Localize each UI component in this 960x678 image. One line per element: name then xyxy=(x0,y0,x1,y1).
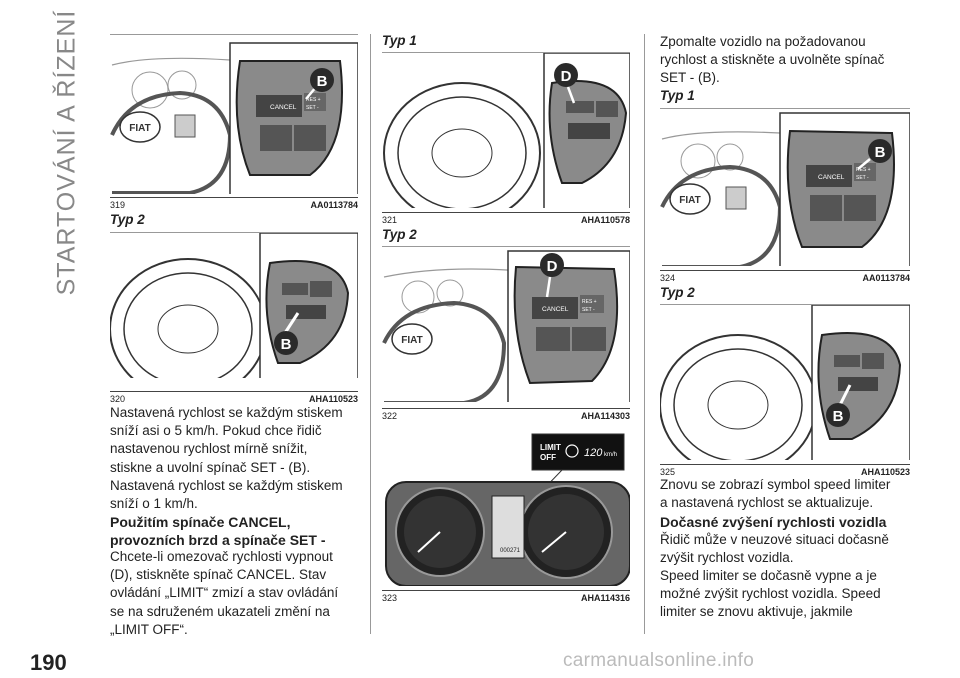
speed-unit: km/h xyxy=(604,452,617,458)
figure-319-illustration: FIAT CANCEL RES + SET - B xyxy=(110,35,358,194)
page-number: 190 xyxy=(30,650,67,675)
col1-heading: Použitím spínače CANCEL,provozních brzd … xyxy=(110,514,326,548)
fiat-logo: FIAT xyxy=(401,335,422,346)
col1-paragraph-2: Chcete-li omezovač rychlosti vypnout(D),… xyxy=(110,549,339,637)
badge-b: B xyxy=(281,336,292,353)
figure-320-illustration: B xyxy=(110,233,358,378)
figure-324-illustration: FIAT CANCEL RES + SET - B xyxy=(660,112,910,266)
figure-323: LIMIT OFF 120 km/h 000271 xyxy=(382,422,630,586)
badge-b: B xyxy=(317,73,328,90)
badge-d: D xyxy=(561,68,572,85)
speedo-icon xyxy=(565,444,579,458)
figure-322: FIAT CANCEL RES + SET - D xyxy=(382,246,630,402)
figure-321: D xyxy=(382,52,630,208)
cancel-label: CANCEL xyxy=(270,104,297,111)
set-speed: 120 xyxy=(584,447,603,459)
res-label: RES + xyxy=(582,299,597,305)
set-label: SET - xyxy=(306,105,319,111)
col3-heading: Dočasné zvýšení rychlosti vozidla xyxy=(660,514,887,530)
column-divider-2 xyxy=(644,34,645,634)
fiat-logo: FIAT xyxy=(129,123,150,134)
typ2-label: Typ 2 xyxy=(382,227,417,242)
typ1-label: Typ 1 xyxy=(382,33,417,48)
figure-322-illustration: FIAT CANCEL RES + SET - D xyxy=(382,250,630,402)
odometer: 000271 xyxy=(500,548,521,554)
figure-323-illustration: LIMIT OFF 120 km/h 000271 xyxy=(385,433,630,586)
figure-324: FIAT CANCEL RES + SET - B xyxy=(660,108,910,266)
fiat-logo: FIAT xyxy=(679,195,700,206)
watermark: carmanualsonline.info xyxy=(563,650,755,671)
figure-325-illustration: B xyxy=(660,305,910,460)
badge-d: D xyxy=(547,258,558,275)
section-title: STARTOVÁNÍ A ŘÍZENÍ xyxy=(52,9,81,295)
set-label: SET - xyxy=(582,307,595,313)
figure-320: B xyxy=(110,232,358,378)
figure-321-illustration: D xyxy=(383,53,630,208)
off-label: OFF xyxy=(540,453,556,462)
figure-325: B xyxy=(660,304,910,460)
column-divider-1 xyxy=(370,34,371,634)
res-label: RES + xyxy=(306,97,321,103)
typ1-label: Typ 1 xyxy=(660,88,695,103)
cancel-label: CANCEL xyxy=(542,306,569,313)
typ2-label: Typ 2 xyxy=(110,212,145,227)
figure-319: FIAT CANCEL RES + SET - B xyxy=(110,34,358,194)
typ2-label: Typ 2 xyxy=(660,285,695,300)
badge-b: B xyxy=(833,408,844,425)
cancel-label: CANCEL xyxy=(818,174,845,181)
limit-label: LIMIT xyxy=(540,443,561,452)
set-label: SET - xyxy=(856,175,869,181)
badge-b: B xyxy=(875,144,886,161)
res-label: RES + xyxy=(856,167,871,173)
